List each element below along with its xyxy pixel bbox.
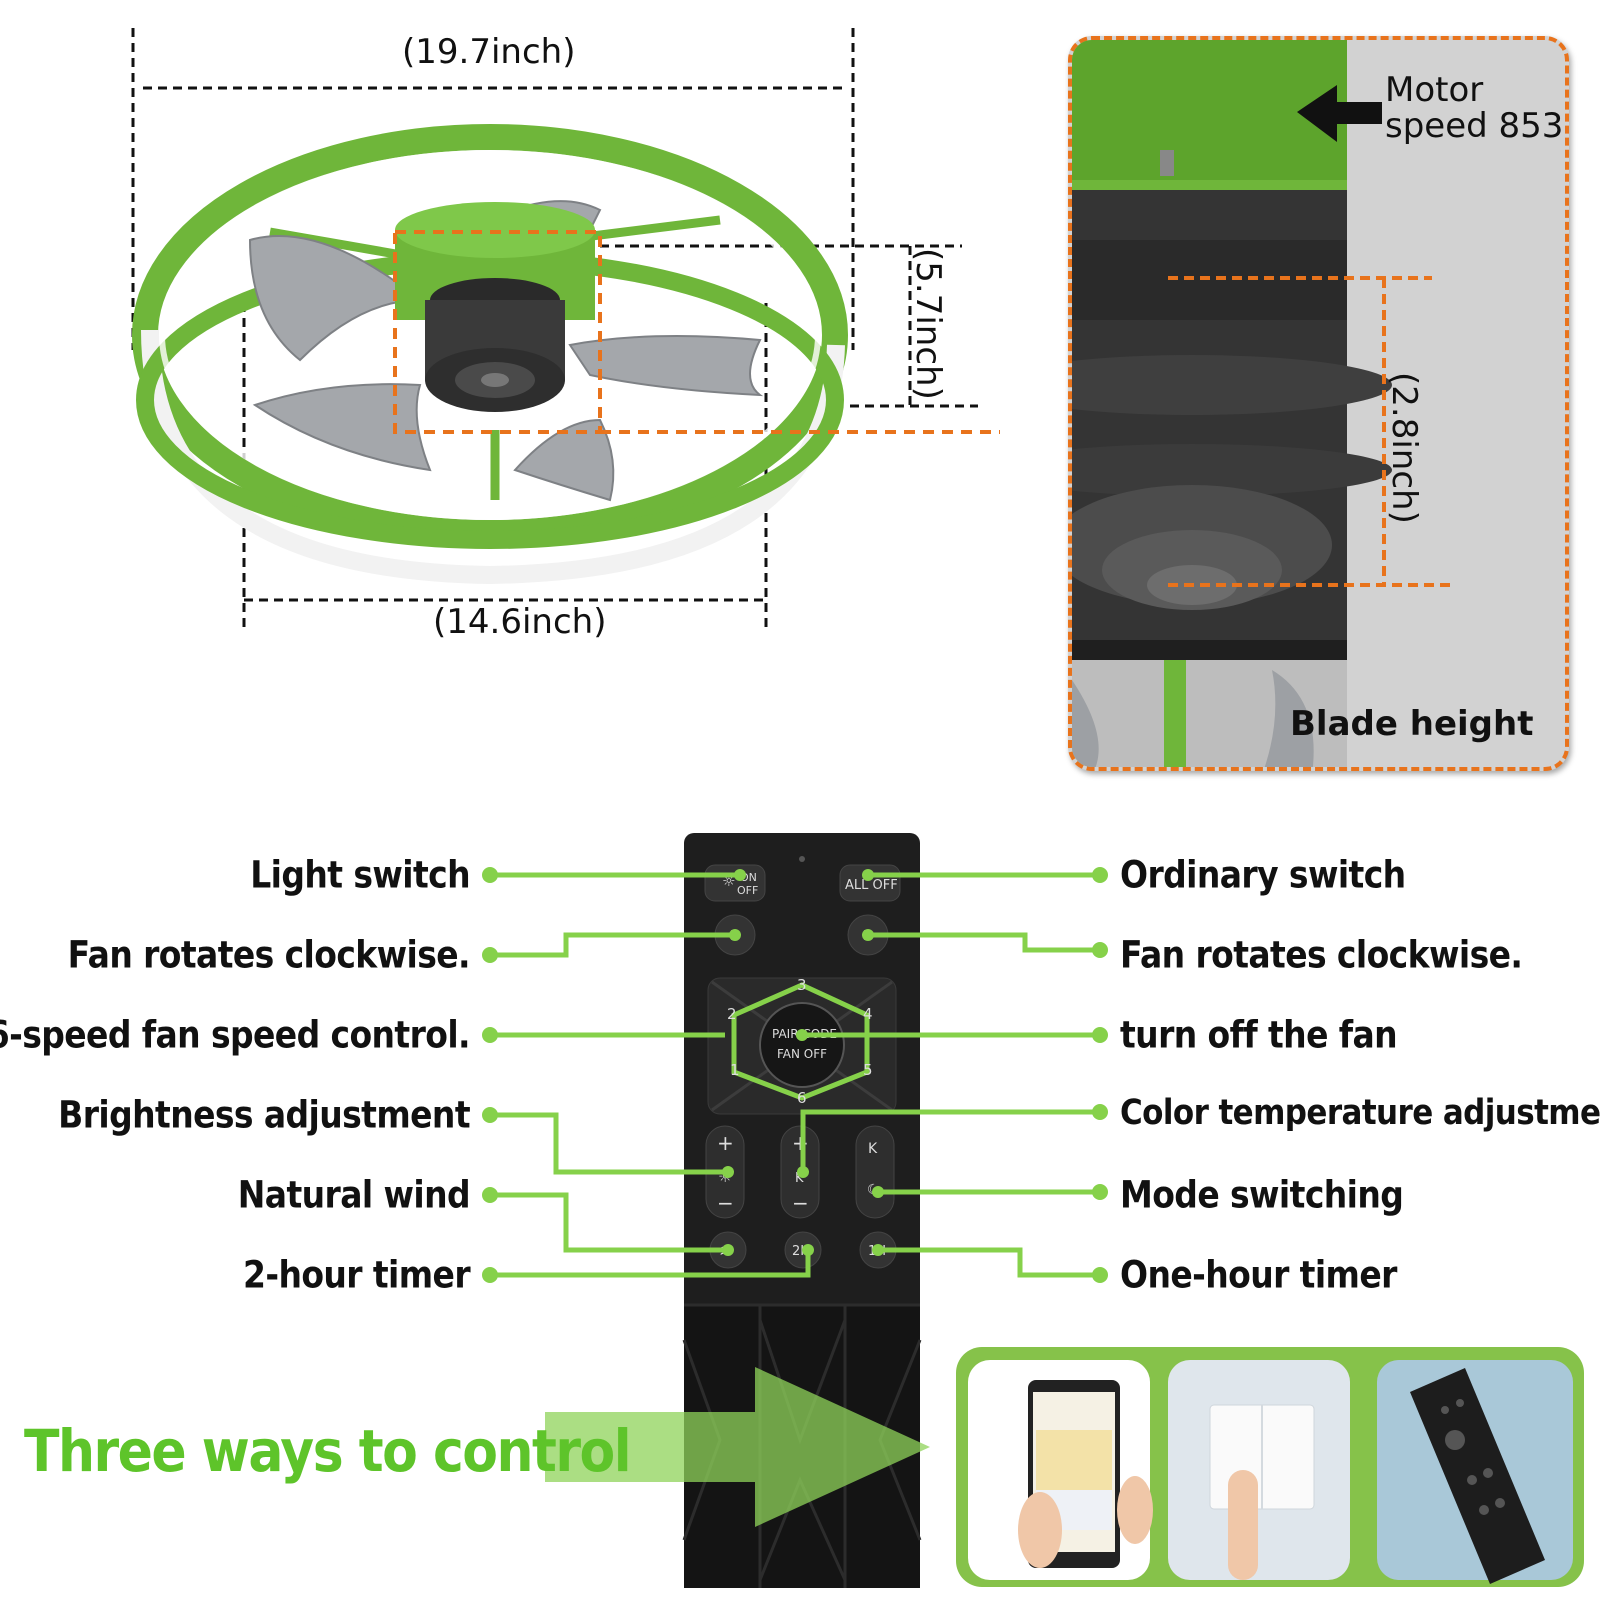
color-temp-plus: + [792, 1131, 809, 1155]
callout-fan-forward: Fan rotates clockwise. [67, 932, 471, 977]
speed-6-label: 6 [797, 1089, 807, 1107]
btn-off-text: OFF [737, 884, 758, 897]
callout-mode-switching: Mode switching [1120, 1172, 1404, 1217]
color-temp-minus: − [792, 1191, 809, 1215]
btn-fan-off-text: FAN OFF [777, 1047, 827, 1061]
overall-width-label: (19.7inch) [402, 32, 576, 72]
motor-detail-panel [1068, 36, 1569, 771]
brightness-plus: + [717, 1131, 734, 1155]
blade-height-label: Blade height [1290, 704, 1534, 744]
speed-1-label: 1 [730, 1061, 740, 1079]
blade-span-label: (14.6inch) [433, 602, 607, 642]
blade-height-value: (2.8inch) [1384, 372, 1424, 524]
speed-5-label: 5 [863, 1061, 873, 1079]
callout-color-temperature: Color temperature adjustment [1120, 1092, 1600, 1134]
motor-speed-label: Motor speed 853 [1385, 70, 1564, 146]
remote-photo-image [1377, 1360, 1573, 1584]
callout-natural-wind: Natural wind [237, 1172, 471, 1217]
callout-6-speed: 6-speed fan speed control. [0, 1012, 471, 1057]
mode-k-label: K [868, 1141, 878, 1157]
callout-one-hour-timer: One-hour timer [1120, 1252, 1397, 1297]
three-ways-headline: Three ways to control [24, 1418, 632, 1486]
motor-closeup [1072, 40, 1452, 767]
callout-brightness: Brightness adjustment [58, 1092, 470, 1137]
fan-diagram [131, 28, 1000, 630]
callout-connectors [490, 872, 1100, 1278]
callout-2-hour-timer: 2-hour timer [242, 1252, 471, 1297]
speed-4-label: 4 [863, 1005, 873, 1023]
wall-switch-image [1168, 1360, 1350, 1580]
btn-all-off-text: ALL OFF [845, 878, 898, 893]
callout-dots [482, 867, 1108, 1283]
motor-arrow-icon [1297, 85, 1382, 142]
color-temp-k-label: K [795, 1171, 804, 1186]
callout-ordinary-switch: Ordinary switch [1120, 852, 1406, 897]
speed-3-label: 3 [797, 976, 807, 994]
smartphone-app-image [968, 1360, 1153, 1580]
control-arrow-icon [545, 1367, 930, 1527]
callout-turn-off-fan: turn off the fan [1120, 1012, 1398, 1057]
brightness-minus: − [717, 1191, 734, 1215]
remote-diagram: ☼ ON OFF ALL OFF F R PAIR CODE FAN OFF 1… [482, 833, 1584, 1588]
speed-2-label: 2 [727, 1005, 737, 1023]
callout-light-switch: Light switch [250, 852, 470, 897]
callout-fan-reverse: Fan rotates clockwise. [1120, 932, 1523, 977]
height-label: (5.7inch) [908, 248, 948, 400]
